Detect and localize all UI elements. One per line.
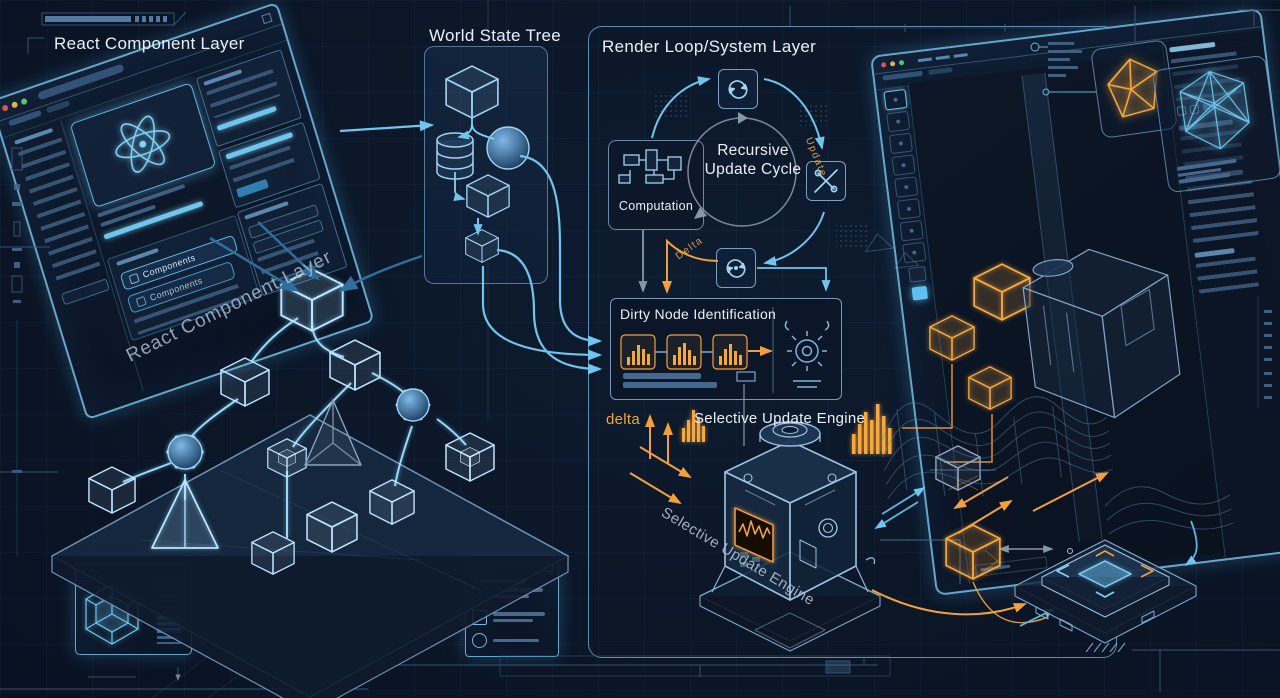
orange-cube-panel [1090, 39, 1178, 139]
accent-bar [473, 579, 525, 583]
menu-item-placeholder[interactable] [953, 52, 968, 58]
wireframe-cube-icon [85, 583, 139, 645]
mini-cube-window [75, 563, 192, 655]
orange-wireframe-cube-icon [1107, 58, 1158, 118]
light-tool-icon[interactable] [902, 241, 927, 264]
status-text-placeholder [980, 564, 1011, 572]
dirty-node-box: Dirty Node Identification [610, 298, 842, 400]
component-icon [128, 272, 140, 285]
world-tree-title: World State Tree [429, 26, 562, 45]
crossed-tools-icon [814, 169, 838, 193]
window-dot [82, 568, 86, 573]
panel-title-placeholder [471, 566, 497, 570]
blue-wireframe-polyhedron-icon [1179, 70, 1250, 150]
maximize-button[interactable] [20, 97, 28, 106]
window-menu-icon[interactable] [261, 12, 273, 24]
blue-polyhedron-panel [1151, 54, 1280, 194]
close-button[interactable] [880, 61, 887, 68]
sync-arrows-icon [726, 259, 746, 278]
panel-header-placeholder [1169, 41, 1216, 53]
world-tree-panel [424, 46, 548, 284]
window-dot [96, 568, 100, 573]
react-atom-logo-icon [115, 115, 171, 173]
cycle-top-tile [718, 69, 758, 109]
level-bars [157, 582, 181, 644]
panel-header-placeholder [1194, 248, 1235, 258]
computation-label: Computation [618, 199, 694, 213]
measure-tool-icon[interactable] [894, 176, 919, 198]
dirty-node-title: Dirty Node Identification [620, 306, 777, 322]
cycle-title: Recursive Update Cycle [704, 142, 802, 179]
checkbox-checked[interactable] [472, 585, 487, 601]
window-dot [89, 568, 93, 573]
scale-tool-icon[interactable] [891, 154, 916, 176]
minimize-button[interactable] [889, 60, 896, 67]
checkbox[interactable] [472, 609, 487, 625]
rotate-tool-icon[interactable] [888, 132, 913, 155]
breadcrumb [882, 70, 923, 81]
dirty-node-icons [620, 307, 830, 393]
properties-list-placeholder[interactable] [1195, 256, 1259, 294]
delta-label: delta [606, 411, 641, 428]
cycle-bottom-tile [716, 248, 756, 288]
sync-arrows-icon [728, 80, 748, 99]
panel-menu-icon[interactable] [545, 564, 553, 572]
maximize-button[interactable] [898, 59, 905, 65]
select-tool-icon[interactable] [883, 88, 908, 111]
component-icon [135, 295, 147, 307]
react-logo-card [69, 82, 217, 209]
breadcrumb [928, 67, 953, 75]
minimize-button[interactable] [10, 100, 19, 109]
radio-button[interactable] [472, 633, 487, 648]
level-bars-active [157, 616, 181, 630]
close-button[interactable] [1, 104, 9, 112]
selective-engine-label: Selective Update Engine [694, 410, 866, 427]
menu-item-placeholder[interactable] [935, 54, 950, 60]
cycle-right-tile [806, 161, 846, 201]
browser-window: Components Components [0, 1, 375, 421]
camera-tool-icon[interactable] [899, 219, 924, 242]
checklist-panel [465, 561, 559, 657]
render-loop-title: Render Loop/System Layer [602, 37, 817, 56]
gear-icon [784, 320, 830, 388]
react-layer-title: React Component Layer [54, 34, 245, 53]
annotate-tool-icon[interactable] [896, 198, 921, 220]
circuit-icon [618, 149, 682, 184]
menu-item-placeholder[interactable] [917, 57, 932, 62]
move-tool-icon[interactable] [886, 110, 911, 133]
color-swatch-dark[interactable] [907, 265, 927, 283]
computation-box: Computation [608, 140, 704, 230]
color-swatch-active[interactable] [911, 285, 928, 301]
